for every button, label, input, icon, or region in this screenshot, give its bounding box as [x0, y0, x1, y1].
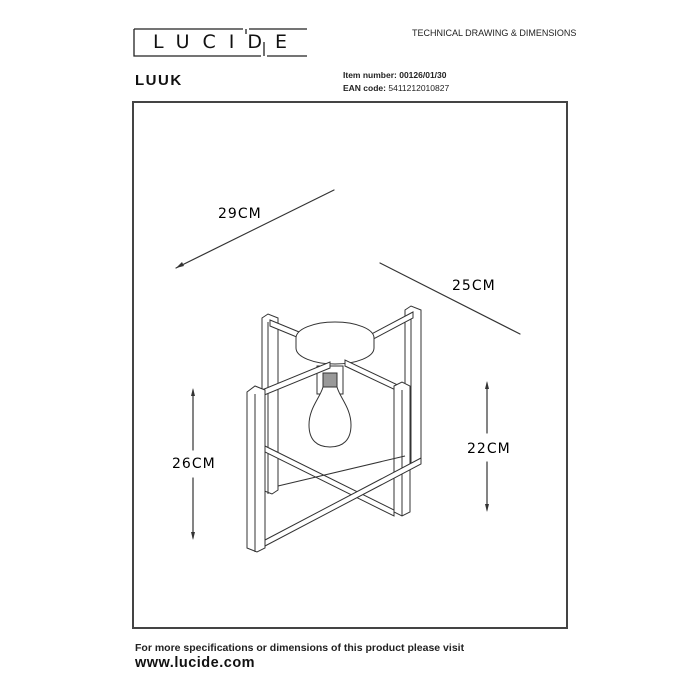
ean-code-row: EAN code: 5411212010827: [343, 82, 449, 95]
dimension-width-label: 25CM: [452, 278, 496, 294]
dimension-line-length: [175, 189, 335, 269]
brand-logo: LUCIDE: [133, 28, 307, 57]
footer-url-link[interactable]: www.lucide.com: [135, 655, 256, 671]
item-number-value: 00126/01/30: [399, 70, 447, 80]
dimension-line-width: [379, 262, 521, 335]
ean-code-label: EAN code:: [343, 83, 386, 93]
dimension-height-frame-label: 22CM: [467, 441, 511, 457]
dimension-height-total-label: 26CM: [172, 456, 216, 472]
ean-code-value: 5411212010827: [388, 83, 450, 93]
lamp-illustration: [246, 305, 422, 553]
dimension-length-label: 29CM: [218, 206, 262, 222]
product-meta: Item number: 00126/01/30 EAN code: 54112…: [343, 69, 449, 95]
item-number-label: Item number:: [343, 70, 397, 80]
product-name: LUUK: [135, 72, 183, 89]
footer-note: For more specifications or dimensions of…: [135, 642, 465, 654]
document-type: TECHNICAL DRAWING & DIMENSIONS: [412, 28, 577, 38]
brand-name: LUCIDE: [152, 31, 301, 53]
logo-frame-icon: [133, 28, 307, 57]
drawing-frame: [132, 101, 568, 629]
item-number-row: Item number: 00126/01/30: [343, 69, 449, 82]
technical-drawing: 29CM 25CM 26CM 22CM: [172, 189, 521, 553]
